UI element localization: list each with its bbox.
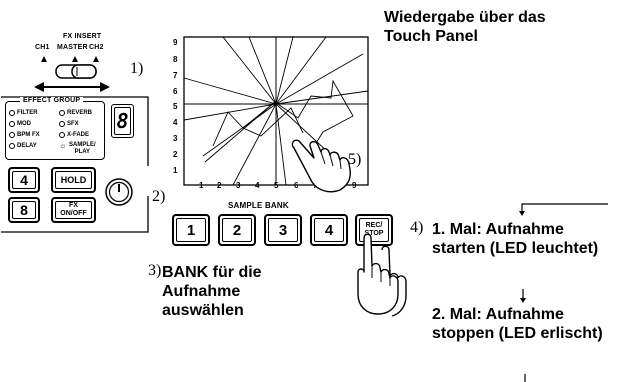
label-wiedergabe: Wiedergabe über das Touch Panel: [384, 9, 546, 45]
y-tick: 3: [173, 134, 178, 143]
effect-delay[interactable]: DELAY: [9, 143, 37, 149]
effect-group-title: EFFECT GROUP: [20, 97, 84, 104]
y-tick: 1: [173, 166, 178, 175]
effect-reverb-label: REVERB: [67, 110, 93, 116]
effect-sample-play[interactable]: ☼ SAMPLE/ PLAY: [59, 142, 97, 156]
x-tick: 4: [255, 181, 260, 190]
x-tick: 3: [236, 181, 241, 190]
bank-8-key[interactable]: 8: [8, 197, 40, 223]
fx-onoff-button[interactable]: FX ON/OFF: [51, 197, 96, 223]
x-tick: 9: [352, 181, 357, 190]
effect-mod[interactable]: MOD: [9, 121, 31, 127]
y-tick: 5: [173, 102, 178, 111]
sample-bank-button-label: 1: [186, 221, 196, 239]
display-digit: 8: [114, 107, 131, 135]
bank-8-key-label: 8: [20, 202, 28, 218]
sample-bank-button-1[interactable]: 1: [172, 214, 210, 246]
fx-insert-switch[interactable]: [30, 53, 120, 95]
effect-bpm-fx[interactable]: BPM FX: [9, 132, 40, 138]
led-indicator: [9, 132, 15, 138]
y-tick: 2: [173, 150, 178, 159]
step-5: 5): [348, 151, 362, 168]
hand-touch-icon: [291, 139, 351, 193]
led-indicator: [9, 143, 15, 149]
y-tick: 6: [173, 87, 178, 96]
effect-delay-label: DELAY: [17, 143, 37, 149]
step-1: 1): [130, 60, 144, 77]
sun-icon: ☼: [59, 141, 67, 150]
hand-press-icon: [357, 233, 407, 317]
led-indicator: [59, 132, 65, 138]
x-tick: 1: [199, 181, 204, 190]
led-indicator: [9, 121, 15, 127]
fx-onoff-button-label: FX ON/OFF: [60, 202, 87, 217]
effect-bpm-fx-label: BPM FX: [17, 132, 40, 138]
sample-bank-button-label: 3: [278, 221, 288, 239]
rec-stop-button[interactable]: REC/ STOP: [355, 214, 393, 246]
fx-pos-master: MASTER: [57, 44, 88, 51]
y-tick: 7: [173, 71, 178, 80]
touch-panel[interactable]: [183, 36, 369, 186]
led-indicator: [59, 121, 65, 127]
led-indicator: [59, 110, 65, 116]
effect-display: 8: [111, 104, 134, 138]
step-4: 4): [410, 219, 424, 236]
effect-mod-label: MOD: [17, 121, 31, 127]
sample-bank-button-label: 4: [324, 221, 334, 239]
bank-4-key[interactable]: 4: [8, 167, 40, 193]
sample-bank-button-2[interactable]: 2: [218, 214, 256, 246]
step-2: 2): [152, 188, 166, 205]
step-3: 3): [148, 262, 162, 279]
led-indicator: [9, 110, 15, 116]
bank-4-key-label: 4: [20, 172, 28, 188]
effect-sfx[interactable]: SFX: [59, 121, 79, 127]
x-tick: 6: [294, 181, 299, 190]
sample-bank-button-3[interactable]: 3: [264, 214, 302, 246]
sample-bank-button-4[interactable]: 4: [310, 214, 348, 246]
sample-bank-title: SAMPLE BANK: [228, 201, 289, 210]
effect-reverb[interactable]: REVERB: [59, 110, 92, 116]
rec-stop-button-label: REC/ STOP: [364, 222, 384, 237]
effect-x-fade[interactable]: X-FADE: [59, 132, 89, 138]
x-tick: 2: [217, 181, 222, 190]
effect-filter[interactable]: FILTER: [9, 110, 38, 116]
y-tick: 4: [173, 118, 178, 127]
hold-button-label: HOLD: [60, 175, 87, 185]
fx-insert-title: FX INSERT: [63, 33, 102, 40]
y-tick: 8: [173, 55, 178, 64]
effect-x-fade-label: X-FADE: [67, 132, 90, 138]
label-first-time: 1. Mal: Aufnahme starten (LED leuchtet): [432, 221, 599, 257]
y-tick: 9: [173, 38, 178, 47]
fx-pos-ch2: CH2: [89, 44, 104, 51]
fx-pos-ch1: CH1: [35, 44, 50, 51]
hold-button[interactable]: HOLD: [51, 167, 96, 193]
x-tick: 5: [274, 181, 279, 190]
label-bank-select: BANK für die Aufnahme auswählen: [162, 264, 262, 319]
level-knob[interactable]: [104, 175, 134, 209]
effect-filter-label: FILTER: [17, 110, 38, 116]
effect-sample-play-label: SAMPLE/ PLAY: [69, 142, 96, 155]
label-second-time: 2. Mal: Aufnahme stoppen (LED erlischt): [432, 306, 603, 342]
sample-bank-button-label: 2: [232, 221, 242, 239]
effect-sfx-label: SFX: [67, 121, 79, 127]
